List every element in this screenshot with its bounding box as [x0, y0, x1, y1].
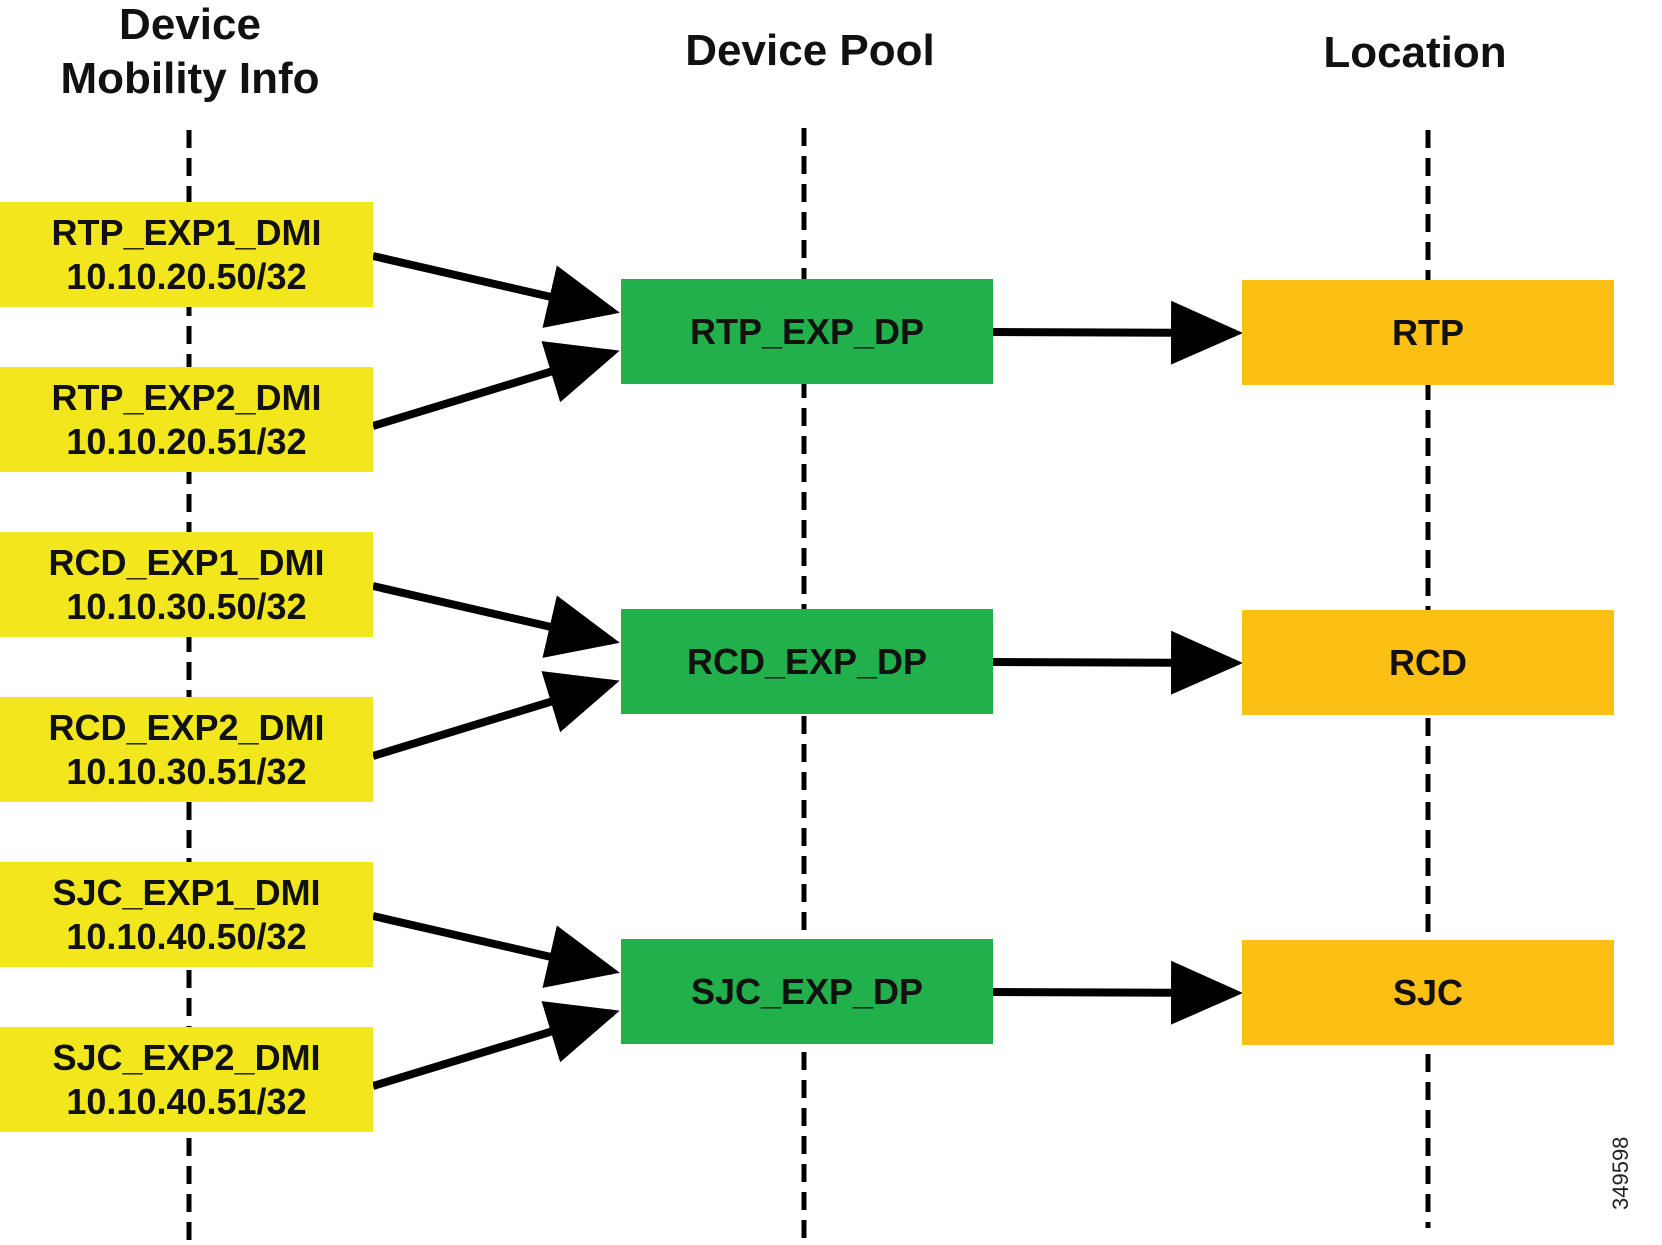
device-pool-box-rtp: RTP_EXP_DP	[621, 279, 993, 384]
dmi-box-sjc-exp2: SJC_EXP2_DMI 10.10.40.51/32	[0, 1027, 373, 1132]
arrow-rtp-exp-dp-to-rtp	[992, 300, 1243, 365]
location-box-rcd: RCD	[1242, 610, 1614, 715]
dmi-subnet: 10.10.20.51/32	[66, 420, 307, 462]
dmi-subnet: 10.10.30.51/32	[66, 750, 307, 792]
device-pool-box-sjc: SJC_EXP_DP	[621, 939, 993, 1044]
column-header-device-mobility-info: Device Mobility Info	[20, 0, 360, 106]
arrow-sjc-exp-dp-to-sjc	[992, 960, 1243, 1025]
device-pool-box-rcd: RCD_EXP_DP	[621, 609, 993, 714]
dmi-name: RCD_EXP1_DMI	[48, 541, 325, 583]
dmi-subnet: 10.10.20.50/32	[66, 255, 307, 297]
location-box-rtp: RTP	[1242, 280, 1614, 385]
dmi-name: RTP_EXP1_DMI	[51, 211, 322, 253]
dmi-subnet: 10.10.40.50/32	[66, 915, 307, 957]
dmi-subnet: 10.10.40.51/32	[66, 1080, 307, 1122]
dmi-name: RCD_EXP2_DMI	[48, 706, 325, 748]
column-header-line: Device	[119, 0, 261, 49]
dmi-box-sjc-exp1: SJC_EXP1_DMI 10.10.40.50/32	[0, 862, 373, 967]
figure-id: 349598	[1608, 1136, 1633, 1210]
location-name: RCD	[1389, 641, 1467, 683]
location-box-sjc: SJC	[1242, 940, 1614, 1045]
arrow-rtp-exp1-dmi-to-rtp-exp-dp	[372, 252, 620, 328]
device-pool-name: SJC_EXP_DP	[690, 970, 924, 1012]
device-pool-name: RCD_EXP_DP	[686, 640, 928, 682]
location-name: SJC	[1392, 971, 1464, 1013]
column-header-line: Mobility Info	[60, 54, 320, 103]
dmi-subnet: 10.10.30.50/32	[66, 585, 307, 627]
arrow-rtp-exp2-dmi-to-rtp-exp-dp	[371, 341, 620, 430]
column-header-location: Location	[1323, 28, 1507, 77]
column-header-device-pool: Device Pool	[685, 26, 935, 75]
location-name: RTP	[1392, 311, 1464, 353]
dmi-name: SJC_EXP2_DMI	[52, 1036, 321, 1078]
arrow-rcd-exp-dp-to-rcd	[992, 630, 1243, 695]
dmi-name: SJC_EXP1_DMI	[52, 871, 321, 913]
device-pool-name: RTP_EXP_DP	[689, 310, 925, 352]
dmi-box-rtp-exp2: RTP_EXP2_DMI 10.10.20.51/32	[0, 367, 373, 472]
arrow-rcd-exp1-dmi-to-rcd-exp-dp	[372, 582, 620, 658]
arrow-rcd-exp2-dmi-to-rcd-exp-dp	[371, 671, 620, 760]
arrow-sjc-exp2-dmi-to-sjc-exp-dp	[371, 1001, 620, 1090]
arrow-sjc-exp1-dmi-to-sjc-exp-dp	[372, 912, 620, 988]
dmi-box-rcd-exp1: RCD_EXP1_DMI 10.10.30.50/32	[0, 532, 373, 637]
dmi-name: RTP_EXP2_DMI	[51, 376, 322, 418]
dmi-box-rtp-exp1: RTP_EXP1_DMI 10.10.20.50/32	[0, 202, 373, 307]
dmi-box-rcd-exp2: RCD_EXP2_DMI 10.10.30.51/32	[0, 697, 373, 802]
